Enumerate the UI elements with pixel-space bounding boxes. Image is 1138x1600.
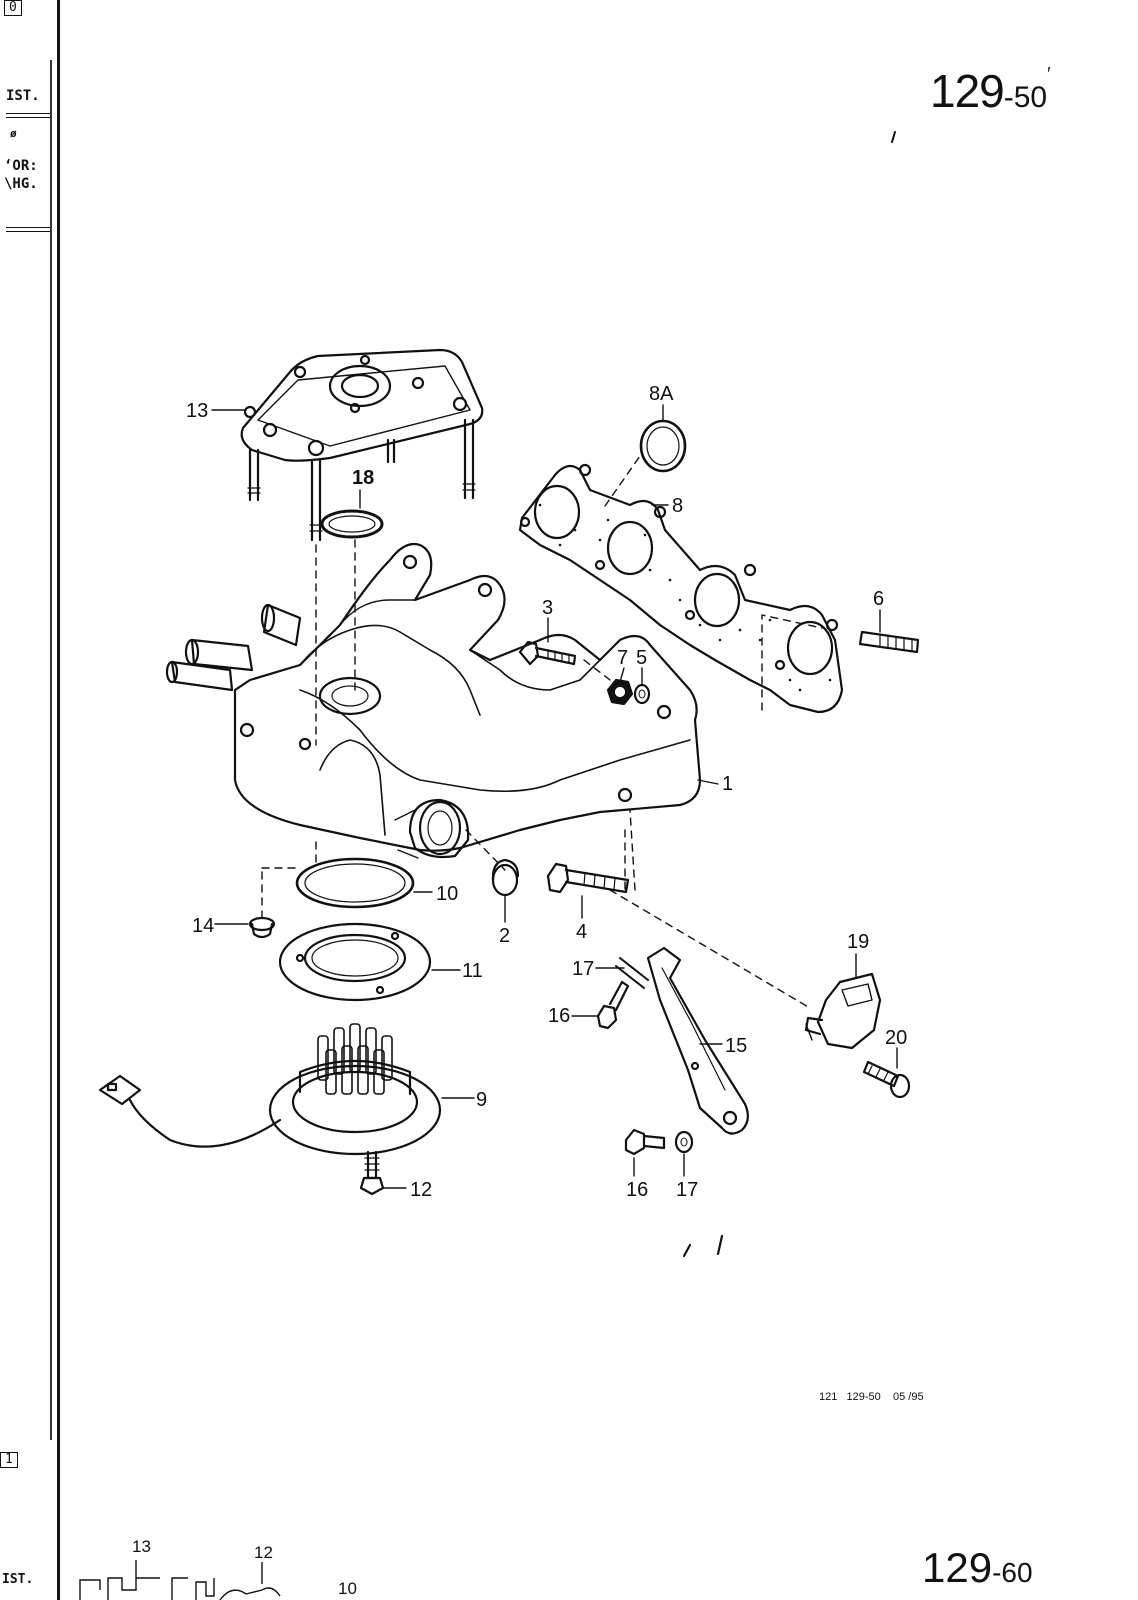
margin-bottom-box: 1	[0, 1452, 18, 1468]
callout-15: 15	[725, 1035, 747, 1057]
preview-callout-12: 12	[254, 1543, 273, 1562]
callout-8a: 8A	[649, 383, 674, 405]
callout-13: 13	[186, 400, 208, 422]
part-10-gasket-ring	[295, 857, 415, 909]
callout-7: 7	[617, 647, 628, 669]
drawing-reference: 121 129-50 05 /95	[819, 1391, 924, 1403]
part-2-cap	[491, 858, 520, 897]
margin-rule	[6, 113, 50, 118]
part-4-bolt	[546, 862, 630, 894]
callout-10: 10	[436, 883, 458, 905]
margin-label-or: ‘OR:	[4, 158, 38, 174]
part-6-stud	[858, 630, 920, 654]
part-3-bolt	[518, 640, 577, 666]
callout-16-lower: 16	[626, 1179, 648, 1201]
callout-19: 19	[847, 931, 869, 953]
preview-callout-10: 10	[338, 1579, 357, 1598]
callout-16-upper: 16	[548, 1005, 570, 1027]
callout-3: 3	[542, 597, 553, 619]
part-8-gasket	[518, 463, 844, 714]
preview-callout-13: 13	[132, 1537, 151, 1556]
margin-label-ist: IST.	[6, 88, 40, 104]
part-8a-seal-ring	[639, 419, 687, 473]
callout-2: 2	[499, 925, 510, 947]
next-page-suffix: -60	[992, 1557, 1033, 1588]
part-5-washer	[633, 683, 651, 705]
callout-18: 18	[352, 467, 374, 489]
part-19-sensor	[804, 972, 882, 1050]
next-page-preview	[79, 1560, 281, 1600]
callout-8: 8	[672, 495, 683, 517]
callout-14: 14	[192, 915, 214, 937]
part-14-plug	[248, 916, 276, 939]
margin-mark: ø	[10, 127, 17, 140]
margin-top-box: 0	[4, 0, 22, 16]
part-11-flange	[278, 922, 432, 1002]
part-20-screw	[862, 1060, 911, 1099]
callout-17-upper: 17	[572, 958, 594, 980]
page-number: 129-50′	[930, 64, 1050, 118]
callout-17-lower: 17	[676, 1179, 698, 1201]
page-number-suffix: -50	[1003, 81, 1048, 114]
margin-label-hg: \HG.	[4, 176, 38, 192]
part-16-bolt-upper	[596, 980, 630, 1030]
callout-12: 12	[410, 1179, 432, 1201]
part-18-o-ring	[320, 509, 384, 539]
part-17-washer-upper	[615, 957, 649, 989]
binding-line	[57, 0, 60, 1600]
part-17-washer-lower	[674, 1130, 694, 1154]
part-13-adapter-plate	[240, 348, 484, 542]
part-1-manifold	[165, 542, 702, 859]
margin-rule	[6, 227, 50, 232]
callout-11: 11	[462, 960, 483, 982]
part-12-screw	[359, 1150, 385, 1196]
binding-line-inner	[50, 60, 52, 1440]
callout-9: 9	[476, 1089, 487, 1111]
next-page-number: 129-60	[922, 1544, 1033, 1592]
callout-5: 5	[636, 647, 647, 669]
callout-20: 20	[885, 1027, 907, 1049]
next-page-main: 129	[922, 1544, 993, 1591]
page-number-main: 129	[930, 65, 1005, 117]
callout-4: 4	[576, 921, 587, 943]
callout-6: 6	[873, 588, 884, 610]
part-16-bolt-lower	[624, 1128, 666, 1156]
margin-bottom-label: IST.	[2, 1572, 34, 1587]
part-9-sensor-unit	[98, 1023, 442, 1156]
part-15-bracket	[646, 946, 749, 1135]
page-number-tick: ′	[1047, 64, 1051, 84]
callout-1: 1	[722, 773, 733, 795]
